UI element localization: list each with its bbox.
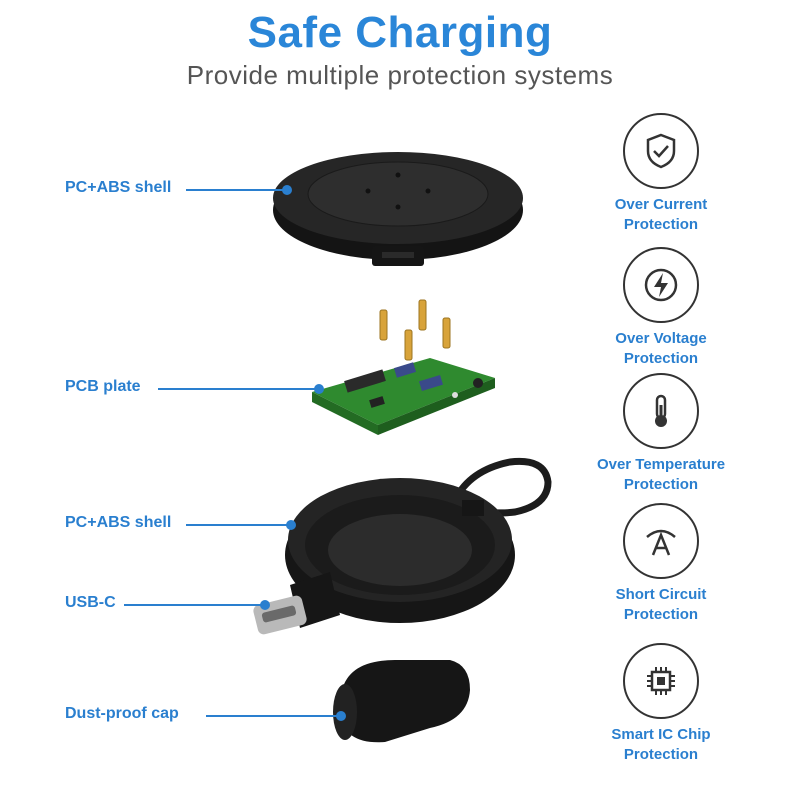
part-label-pcb: PCB plate: [65, 378, 141, 395]
part-label-bottom-shell: PC+ABS shell: [65, 514, 172, 531]
leader-dot: [260, 600, 270, 610]
feature-over-temperature: Over Temperature Protection: [566, 373, 756, 495]
thermometer-icon: [623, 373, 699, 449]
feature-label-line1: Over Voltage: [615, 330, 707, 347]
leader-dot: [314, 384, 324, 394]
spring-pins-illustration: [379, 299, 451, 361]
part-label-top-shell: PC+ABS shell: [65, 179, 172, 196]
feature-label-line1: Short Circuit: [615, 586, 707, 603]
part-label-usb-c: USB-C: [65, 594, 116, 611]
feature-short-circuit: Short Circuit Protection: [566, 503, 756, 625]
feature-label-line2: Protection: [623, 746, 699, 763]
feature-label-line2: Protection: [623, 606, 699, 623]
feature-label-line1: Smart IC Chip: [611, 726, 711, 743]
leader-line: [158, 388, 318, 390]
feature-label-line2: Protection: [623, 350, 699, 367]
leader-dot: [286, 520, 296, 530]
shield-check-icon: [623, 113, 699, 189]
leader-line: [186, 189, 286, 191]
feature-smart-ic-chip: Smart IC Chip Protection: [566, 643, 756, 765]
feature-label-line1: Over Temperature: [596, 456, 726, 473]
lightning-bolt-icon: [623, 247, 699, 323]
leader-line: [186, 524, 290, 526]
part-label-dust-cap: Dust-proof cap: [65, 705, 179, 722]
leader-dot: [336, 711, 346, 721]
page-subtitle: Provide multiple protection systems: [186, 60, 614, 90]
feature-label-line2: Protection: [623, 216, 699, 233]
feature-over-current: Over Current Protection: [566, 113, 756, 235]
short-circuit-icon: [623, 503, 699, 579]
leader-line: [206, 715, 340, 717]
ic-chip-icon: [623, 643, 699, 719]
leader-line: [124, 604, 264, 606]
dust-cap-illustration: [333, 660, 470, 743]
feature-label-line1: Over Current: [614, 196, 708, 213]
pcb-illustration: [312, 358, 495, 435]
bottom-shell-illustration: [285, 457, 552, 623]
top-shell-illustration: [273, 152, 523, 266]
feature-label-line2: Protection: [623, 476, 699, 493]
feature-over-voltage: Over Voltage Protection: [566, 247, 756, 369]
page-title: Safe Charging: [247, 8, 553, 57]
leader-dot: [282, 185, 292, 195]
